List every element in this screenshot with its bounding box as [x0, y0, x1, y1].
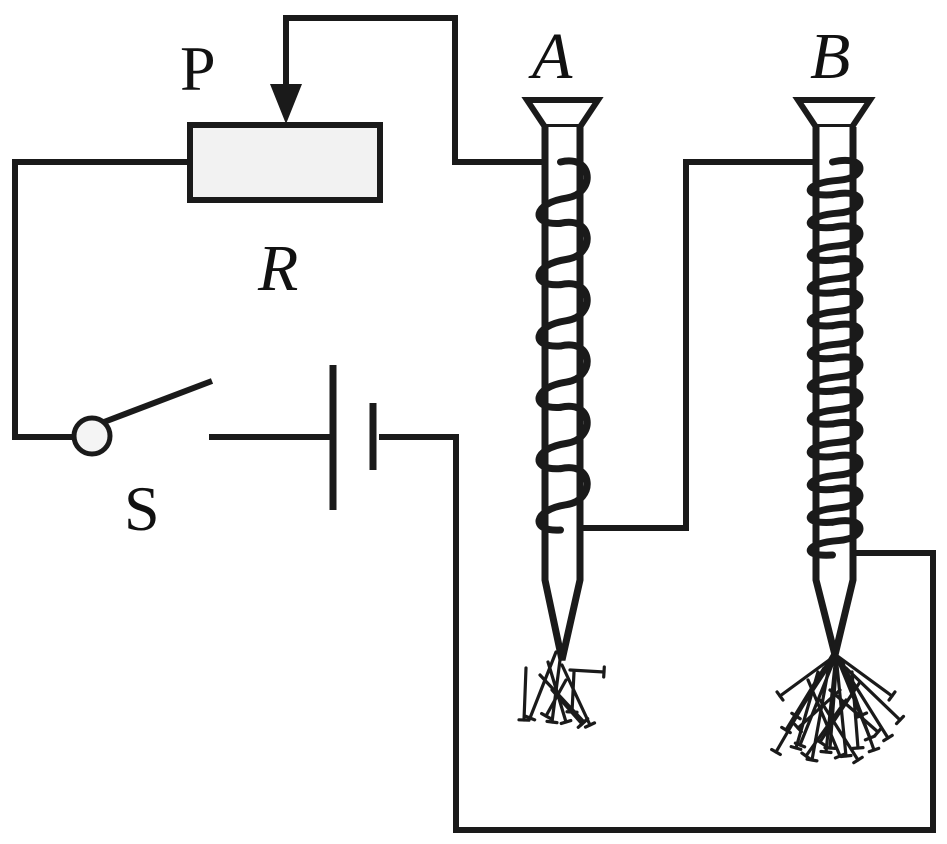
- pin-b-17-head: [833, 752, 847, 760]
- rheostat: [187, 122, 383, 203]
- coil-a-turn: [535, 157, 591, 227]
- wire-slider-to-nail-a: [283, 15, 544, 165]
- coil-a-turn: [535, 402, 591, 473]
- coil-b-turn: [806, 255, 864, 297]
- pin-b-6-head: [887, 690, 897, 702]
- pin-a-7-head: [540, 711, 552, 721]
- coil-b-turn: [806, 320, 864, 363]
- wire-rheostat-to-switch: [12, 159, 190, 440]
- pins-under-nail-b: [770, 650, 906, 765]
- coil-a: [535, 157, 591, 534]
- pin-a-7: [544, 678, 568, 718]
- coil-b: [806, 157, 864, 559]
- pin-b-5-head: [882, 733, 894, 743]
- wire-nail-b-to-battery: [379, 434, 936, 833]
- coil-b-turn: [806, 157, 864, 199]
- coil-a-turn: [535, 280, 591, 350]
- coil-b-turn: [806, 353, 864, 395]
- pin-b-12-head: [780, 725, 792, 735]
- coil-b-turn: [806, 484, 864, 526]
- coil-a-turn: [535, 218, 591, 289]
- nail-a-label: A: [528, 20, 573, 93]
- pin-b-11: [840, 658, 876, 752]
- pin-b-6: [834, 653, 894, 698]
- pin-b-19-head: [873, 726, 883, 738]
- pin-a-3-head: [583, 721, 597, 729]
- pin-a-3: [560, 663, 592, 727]
- coil-b-turn: [806, 189, 864, 232]
- pin-b-19: [828, 688, 880, 734]
- pin-b-13: [844, 666, 902, 722]
- pin-a-5: [538, 673, 586, 724]
- coil-b-turn: [806, 222, 864, 264]
- pin-a-0: [528, 650, 558, 720]
- pin-a-8: [550, 688, 584, 726]
- pin-b-15-head: [789, 745, 803, 751]
- pin-b-11-head: [867, 746, 881, 754]
- pin-b-15: [794, 670, 820, 750]
- switch-label: S: [124, 473, 160, 544]
- coil-b-turn: [806, 288, 864, 330]
- pin-a-9: [570, 670, 576, 714]
- coil-b-turn: [806, 451, 864, 494]
- pin-a-1-head: [545, 719, 559, 725]
- slider-arrow[interactable]: [270, 84, 302, 124]
- pin-b-20-head: [793, 722, 803, 734]
- pins-under-nail-a: [517, 650, 606, 729]
- pin-b-20: [796, 688, 842, 730]
- pin-a-4: [568, 668, 606, 674]
- pin-a-4-head: [602, 665, 606, 679]
- coil-b-turn: [806, 386, 864, 428]
- rheostat-label: R: [257, 232, 298, 305]
- pin-b-2-head: [819, 749, 833, 755]
- pin-b-13-head: [894, 714, 906, 726]
- coil-a-turn: [535, 341, 591, 411]
- pin-b-22: [804, 698, 848, 758]
- pin-b-17: [806, 678, 842, 758]
- wire-nail-a-to-nail-b: [582, 159, 816, 531]
- switch[interactable]: [71, 378, 214, 457]
- pin-a-6: [522, 666, 528, 722]
- pin-a-2-head: [559, 718, 573, 726]
- pin-b-7: [778, 653, 838, 698]
- pin-b-18: [818, 680, 862, 744]
- slider-label: P: [180, 33, 216, 104]
- pin-b-7-head: [775, 690, 785, 702]
- pin-a-0-head: [523, 714, 537, 722]
- pin-b-0-head: [770, 747, 782, 757]
- pin-b-22-head: [800, 751, 812, 761]
- coil-b-turn: [806, 419, 864, 461]
- nail-b-label: B: [810, 20, 850, 93]
- battery: [209, 365, 377, 510]
- pin-b-16-head: [851, 746, 865, 750]
- coil-a-turn: [535, 464, 591, 534]
- pin-a-8-head: [576, 719, 588, 729]
- coil-b-turn: [806, 517, 864, 559]
- pin-b-14-head: [823, 746, 837, 750]
- pin-b-21-head: [852, 755, 864, 765]
- pin-b-21: [818, 698, 860, 762]
